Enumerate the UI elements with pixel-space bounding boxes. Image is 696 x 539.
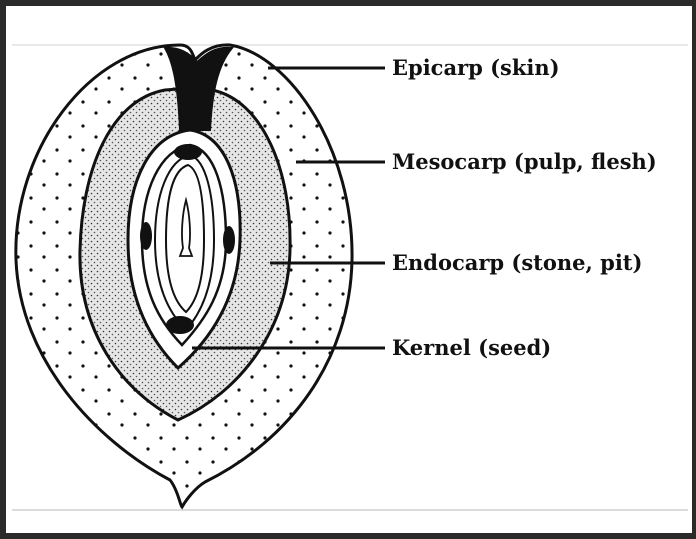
label-endocarp: Endocarp (stone, pit): [392, 250, 642, 275]
label-epicarp: Epicarp (skin): [392, 55, 560, 80]
vascular-spot-bottom: [166, 316, 194, 334]
label-kernel: Kernel (seed): [392, 335, 551, 360]
vascular-spot-left: [140, 222, 152, 250]
vascular-spot-top: [174, 144, 202, 160]
vascular-spot-right: [223, 226, 235, 254]
label-mesocarp: Mesocarp (pulp, flesh): [392, 149, 657, 174]
